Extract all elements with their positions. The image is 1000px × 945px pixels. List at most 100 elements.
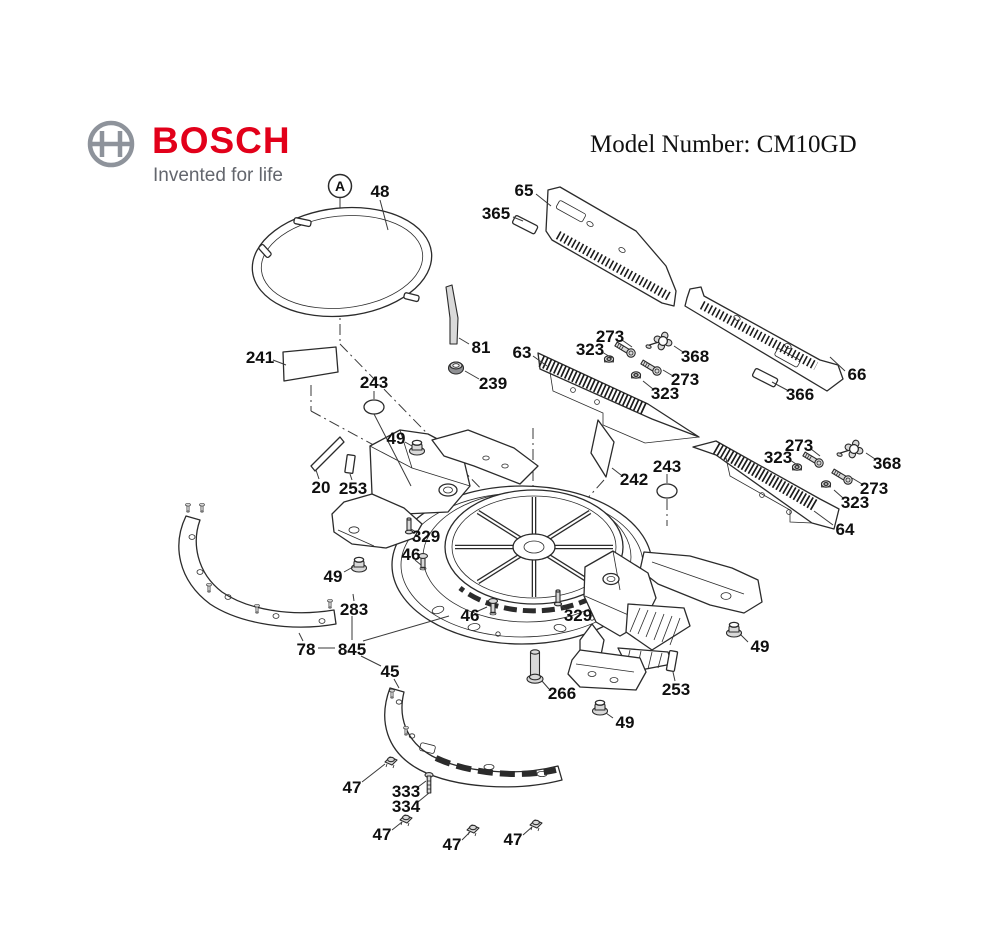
leader-line — [739, 633, 749, 643]
bolt-266 — [526, 649, 544, 684]
part-label-365: 365 — [482, 204, 510, 223]
nut-49-right — [725, 621, 743, 638]
part-label-266: 266 — [548, 684, 576, 703]
label-plate-365 — [511, 215, 539, 235]
centerline-line — [310, 410, 393, 456]
bosch-logo: BOSCH Invented for life — [85, 112, 315, 192]
depth-pin-81 — [445, 284, 459, 345]
part-label-845: 845 — [338, 640, 366, 659]
part-label-273: 273 — [860, 479, 888, 498]
leader-line — [414, 559, 422, 566]
leader-line — [621, 339, 633, 348]
front-bracket — [567, 550, 691, 691]
leader-line — [298, 632, 304, 642]
leader-line — [477, 606, 488, 612]
fence-63 — [537, 352, 700, 444]
part-label-66: 66 — [848, 365, 867, 384]
leader-line — [361, 763, 386, 783]
leader-line — [391, 821, 403, 831]
part-label-273: 273 — [596, 327, 624, 346]
brand-wordmark: BOSCH — [152, 120, 291, 161]
knob-368-b — [835, 435, 867, 464]
leader-line — [360, 655, 382, 667]
grommet-239 — [447, 361, 465, 375]
leader-line — [404, 441, 413, 447]
part-label-253: 253 — [339, 479, 367, 498]
label-plate-253-a — [344, 454, 356, 474]
nut-49-left — [350, 556, 368, 573]
table-insert-ring — [251, 206, 433, 318]
leader-line — [410, 528, 417, 533]
part-label-283: 283 — [340, 600, 368, 619]
part-label-47: 47 — [504, 830, 523, 849]
leader-line — [611, 467, 622, 476]
scale-strip-20 — [310, 436, 345, 472]
view-marker-a: A — [327, 173, 353, 199]
part-label-49: 49 — [751, 637, 770, 656]
part-label-239: 239 — [479, 374, 507, 393]
leader-line — [789, 459, 800, 467]
part-label-333: 333 — [392, 782, 420, 801]
nut-49-bottom — [591, 699, 609, 716]
leader-line — [851, 477, 863, 485]
clip-47-c — [466, 824, 480, 837]
clip-47-a — [384, 756, 398, 769]
part-label-45: 45 — [381, 662, 400, 681]
bolt-273-d — [830, 466, 855, 487]
rear-arm — [431, 429, 539, 485]
nut-323-d — [820, 480, 832, 488]
turntable-wheel — [444, 489, 624, 605]
part-label-47: 47 — [443, 835, 462, 854]
part-label-65: 65 — [515, 181, 534, 200]
clip-47-b — [399, 814, 413, 827]
kerf-plate-242 — [590, 419, 615, 478]
part-label-366: 366 — [786, 385, 814, 404]
model-number: Model Number: CM10GD — [590, 131, 857, 158]
leader-line — [417, 780, 427, 788]
part-label-48: 48 — [371, 182, 390, 201]
part-label-323: 323 — [764, 448, 792, 467]
leader-line — [673, 345, 684, 353]
part-label-242: 242 — [620, 470, 648, 489]
leader-line — [352, 593, 355, 602]
part-label-46: 46 — [402, 545, 421, 564]
label-plate-241 — [282, 346, 339, 382]
knob-368-a — [644, 327, 676, 356]
left-foot-arm — [331, 493, 423, 549]
part-label-323: 323 — [841, 493, 869, 512]
leader-line — [349, 473, 353, 481]
scale-arc-78 — [178, 503, 337, 628]
right-foot-arm — [639, 551, 763, 614]
part-label-20: 20 — [312, 478, 331, 497]
clip-47-d — [529, 819, 543, 832]
saw-base — [331, 429, 763, 691]
leader-line — [771, 381, 788, 391]
brand-tagline: Invented for life — [153, 165, 283, 186]
part-label-329: 329 — [564, 606, 592, 625]
fence-64 — [692, 440, 840, 530]
leader-line — [458, 337, 470, 345]
leader-line — [315, 469, 320, 480]
part-label-49: 49 — [387, 429, 406, 448]
part-label-81: 81 — [472, 338, 491, 357]
cap-243-b — [656, 483, 678, 499]
leader-line — [272, 359, 287, 366]
label-plate-253-b — [665, 649, 679, 673]
leader-line — [362, 615, 450, 642]
part-label-334: 334 — [392, 797, 421, 816]
pin-329-right — [553, 589, 563, 607]
leader-line — [522, 826, 533, 836]
leader-line — [464, 370, 480, 380]
leader-line — [541, 680, 550, 690]
part-label-49: 49 — [616, 713, 635, 732]
part-label-323: 323 — [576, 340, 604, 359]
leader-line — [829, 356, 846, 372]
part-label-63: 63 — [513, 343, 532, 362]
leader-line — [601, 351, 613, 359]
screw-333-334 — [424, 772, 434, 794]
leader-line — [642, 380, 654, 390]
bosch-armature-icon — [87, 120, 135, 168]
part-label-64: 64 — [836, 520, 855, 539]
bolt-273-b — [639, 357, 664, 378]
